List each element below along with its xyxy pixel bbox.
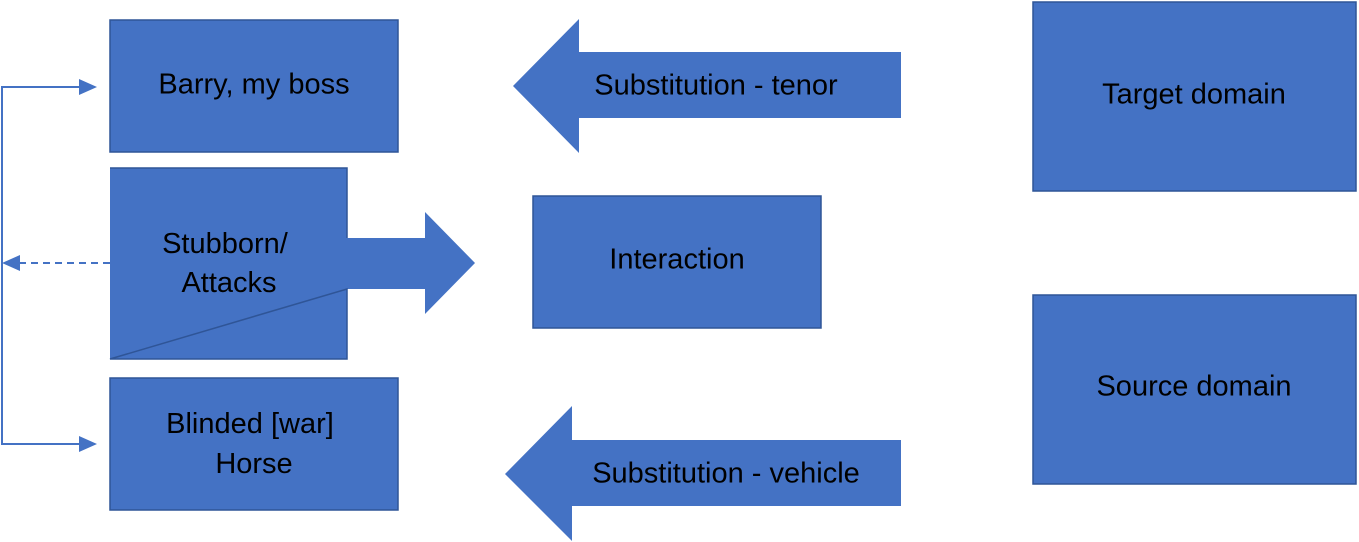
tenor-box-label: Barry, my boss (158, 69, 349, 101)
vehicle-box: Blinded [war] Horse (109, 377, 399, 511)
vehicle-line-2: Horse (215, 448, 292, 480)
source-domain-label: Source domain (1096, 371, 1291, 403)
connector-bracket (1, 79, 97, 452)
common-ground-label: Stubborn/ Attacks (162, 228, 296, 299)
target-domain-label: Target domain (1102, 79, 1286, 111)
interaction-box: Interaction (532, 195, 822, 329)
common-ground-callout: Stubborn/ Attacks (109, 167, 475, 360)
common-ground-line-1: Stubborn/ (162, 228, 289, 260)
dashed-arrowhead-icon (2, 255, 20, 271)
substitution-vehicle-label: Substitution - vehicle (592, 458, 860, 490)
arrowhead-to-tenor-icon (79, 79, 97, 95)
interaction-box-label: Interaction (609, 244, 744, 276)
dashed-connector (2, 255, 110, 271)
vehicle-line-1: Blinded [war] (166, 408, 334, 440)
arrowhead-to-vehicle-icon (79, 436, 97, 452)
tenor-box: Barry, my boss (109, 19, 399, 153)
vehicle-box-label: Blinded [war] Horse (166, 408, 342, 480)
source-domain-box: Source domain (1032, 294, 1357, 485)
substitution-vehicle-arrow: Substitution - vehicle (505, 406, 901, 541)
substitution-tenor-arrow: Substitution - tenor (513, 19, 901, 153)
substitution-tenor-label: Substitution - tenor (594, 70, 838, 102)
target-domain-box: Target domain (1032, 1, 1357, 192)
common-ground-line-2: Attacks (181, 267, 276, 299)
